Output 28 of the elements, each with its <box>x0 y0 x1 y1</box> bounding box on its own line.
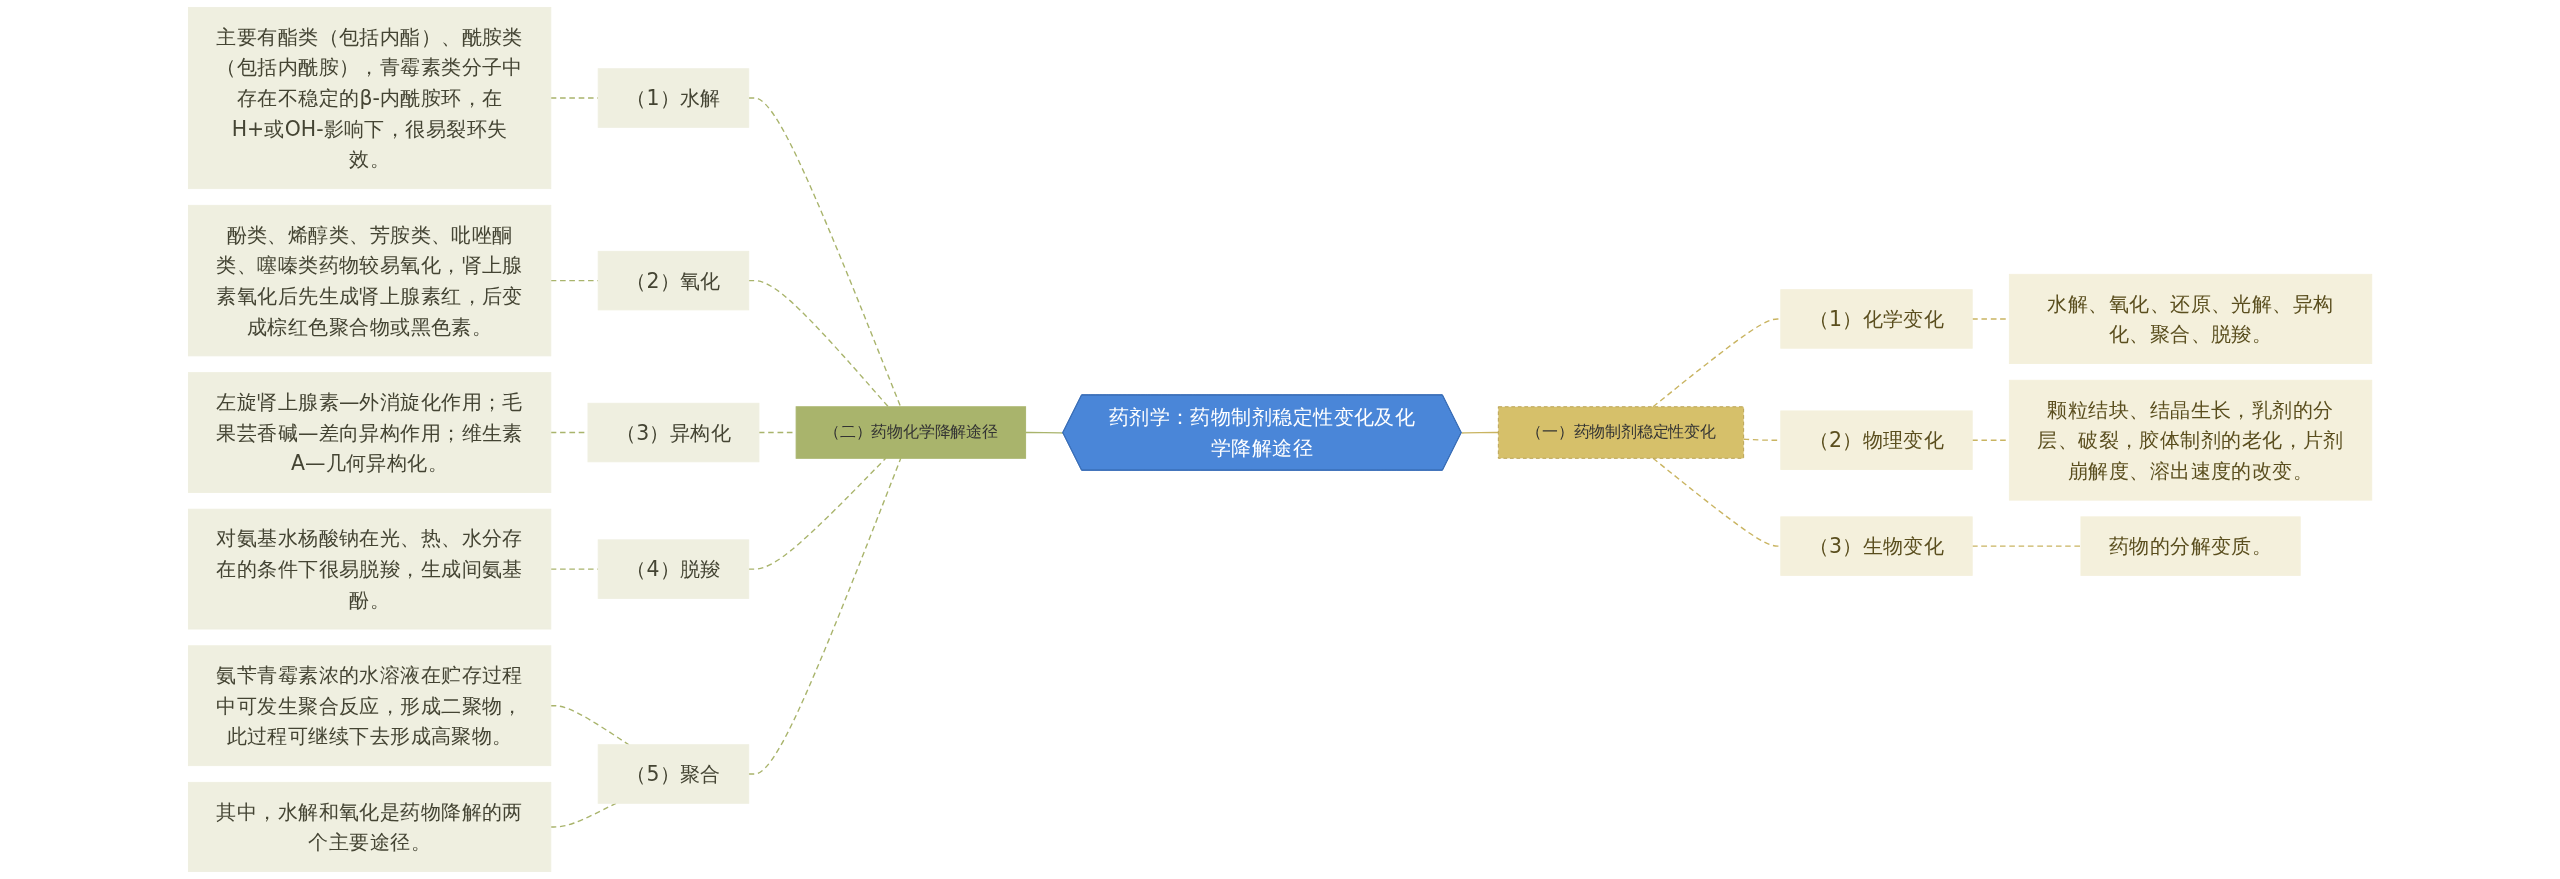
node-box: 其中，水解和氧化是药物降解的两个主要途径。 <box>187 781 552 873</box>
node-box: （5）聚合 <box>597 744 750 804</box>
connector <box>747 279 889 408</box>
node-box: （一）药物制剂稳定性变化 <box>1497 406 1744 459</box>
node-box: 酚类、烯醇类、芳胺类、吡唑酮类、噻嗪类药物较易氧化，肾上腺素氧化后先生成肾上腺素红，后变成棕红色聚合物或黑色素。 <box>187 204 552 357</box>
connector <box>747 457 887 570</box>
node-box: 对氨基水杨酸钠在光、热、水分存在的条件下很易脱羧，生成间氨基酚。 <box>187 508 552 630</box>
connector <box>550 705 630 746</box>
connector <box>747 457 902 775</box>
connector <box>1971 545 2082 547</box>
node-box: 左旋肾上腺素—外消旋化作用；毛果芸香碱—差向异构作用；维生素A—几何异构化。 <box>187 372 552 493</box>
connector <box>747 97 902 408</box>
connector <box>1024 431 1064 434</box>
node-box: （2）物理变化 <box>1780 410 1973 470</box>
node-box: （1）化学变化 <box>1780 289 1973 349</box>
node-box: （二）药物化学降解途径 <box>795 406 1026 459</box>
node-box: （4）脱羧 <box>597 539 750 599</box>
connector <box>1460 431 1499 434</box>
node-box: （3）生物变化 <box>1780 516 1973 576</box>
node-box: 药物的分解变质。 <box>2080 516 2301 576</box>
node-box: 主要有酯类（包括内酯）、酰胺类（包括内酰胺），青霉素类分子中存在不稳定的β-内酰胺环，在H+或OH-影响下，很易裂环失效。 <box>187 6 552 190</box>
connector <box>550 802 617 828</box>
node-box: 颗粒结块、结晶生长，乳剂的分层、破裂，胶体制剂的老化，片剂崩解度、溶出速度的改变。 <box>2008 379 2373 501</box>
node-box: （3）异构化 <box>587 402 760 463</box>
node-box: 水解、氧化、还原、光解、异构化、聚合、脱羧。 <box>2008 273 2373 364</box>
node-box: （2）氧化 <box>597 250 750 311</box>
node-box: 氨苄青霉素浓的水溶液在贮存过程中可发生聚合反应，形成二聚物，此过程可继续下去形成高聚物。 <box>187 645 552 767</box>
node-box: （1）水解 <box>597 68 750 128</box>
